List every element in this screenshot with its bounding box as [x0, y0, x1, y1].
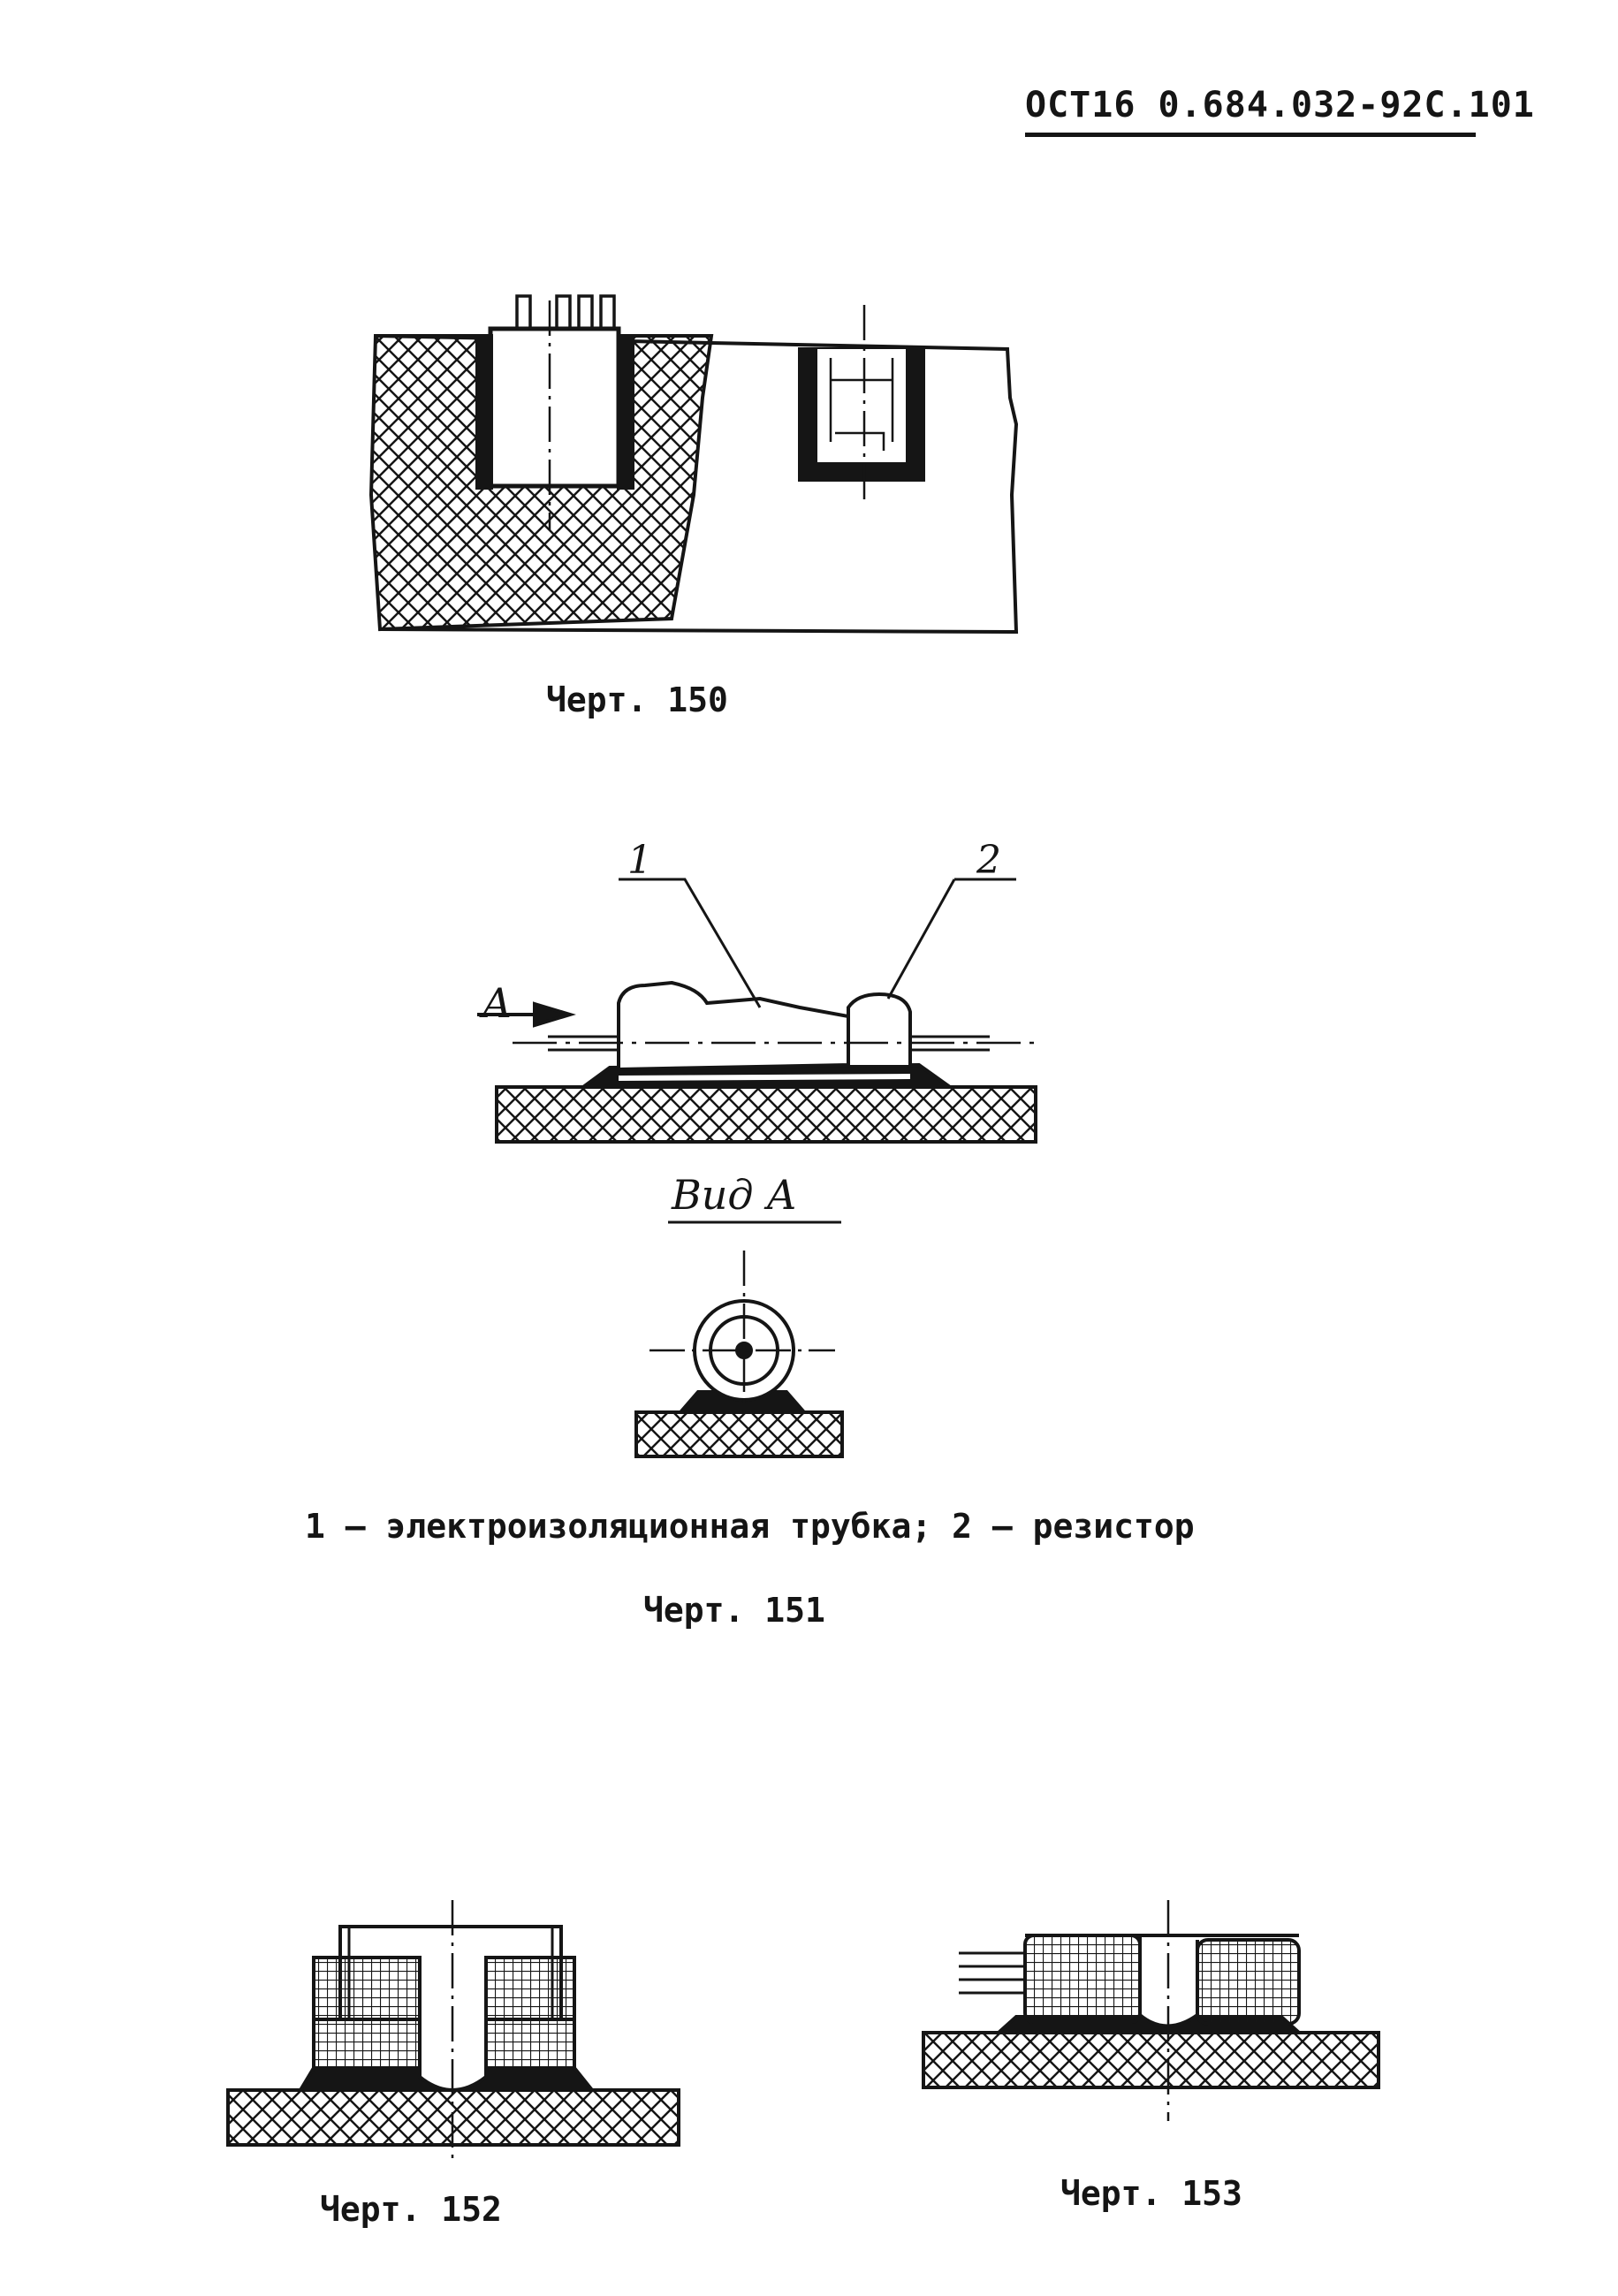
figure-150-caption: Черт. 150	[546, 680, 728, 719]
fig151-legend: 1 – электроизоляционная трубка; 2 – рези…	[305, 1507, 1195, 1546]
fig151-resistor	[847, 992, 912, 1065]
fig153-pins	[959, 1951, 1025, 1995]
document-code: ОСТ16 0.684.032-92С.101	[1025, 85, 1535, 125]
fig153-board	[922, 2031, 1380, 2089]
fig151-lead-left	[548, 1035, 619, 1052]
figure-152-caption: Черт. 152	[320, 2190, 502, 2229]
fig150-board	[368, 294, 1019, 635]
fig151-tube	[617, 980, 850, 1072]
fig151-board	[495, 1085, 1037, 1144]
fig150-socket-details	[829, 358, 894, 451]
fig153-body-right	[1196, 1938, 1301, 2026]
fig150-board-outline	[375, 334, 1019, 635]
fig153-body-left	[1023, 1934, 1142, 2024]
figure-151-caption: Черт. 151	[643, 1591, 825, 1630]
fig151-callout-2: 2	[976, 838, 1001, 883]
fig151-lead-right	[910, 1035, 990, 1052]
fig151-leader-1	[619, 878, 762, 1008]
fig151-view-adhesive	[676, 1390, 809, 1414]
figure-153-caption: Черт. 153	[1060, 2174, 1242, 2213]
fig151-arrow-label: А	[482, 979, 513, 1027]
fig152-grid-right	[484, 1956, 576, 2070]
fig151-adhesive-inner	[618, 1074, 911, 1081]
fig151-view-label: Вид А	[672, 1171, 798, 1219]
fig150-component-fill-right	[617, 334, 634, 490]
fig151-callout-1: 1	[627, 838, 652, 883]
fig151-view-centerlines	[649, 1251, 835, 1414]
fig150-component-fill-left	[475, 334, 493, 490]
header-underline	[1025, 133, 1476, 137]
fig150-socket-inner	[817, 349, 906, 462]
fig150-pins	[515, 294, 616, 327]
fig152-grid-left	[312, 1956, 422, 2070]
fig151-view-arrowhead	[533, 1001, 576, 1028]
fig151-leader-2	[886, 878, 1016, 1000]
